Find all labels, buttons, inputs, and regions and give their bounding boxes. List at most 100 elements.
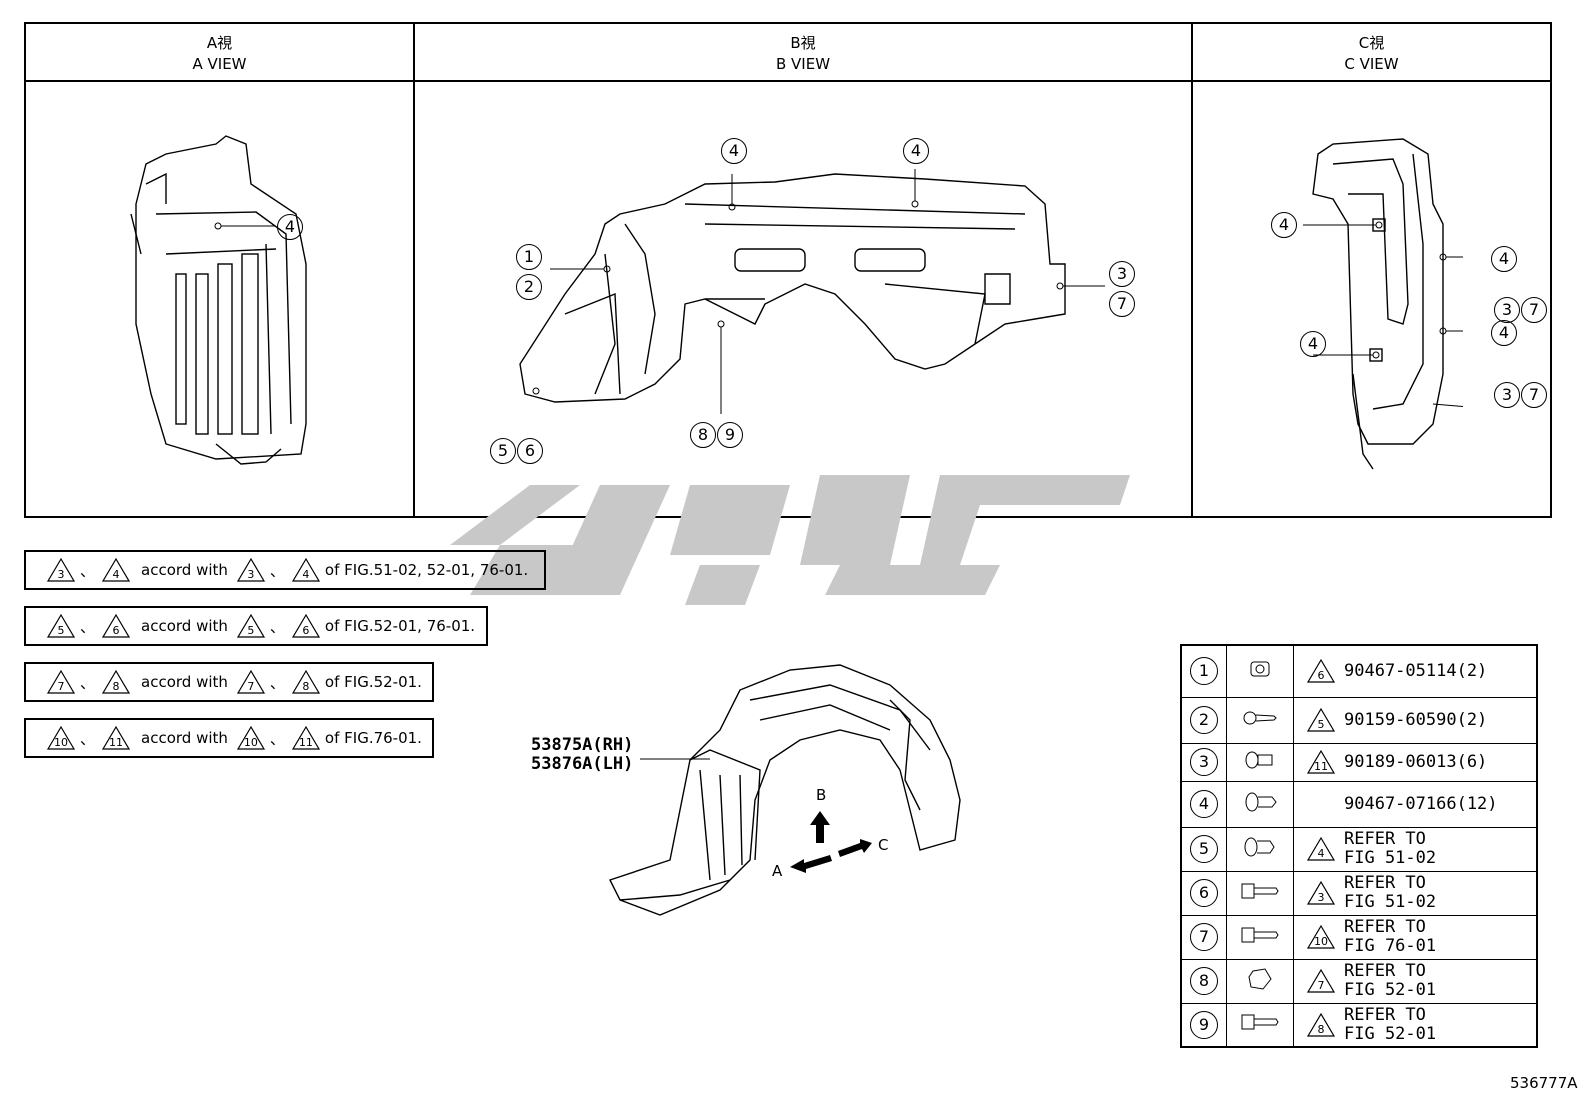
note-row-2: 5 、 6 accord with 5 、 6 of FIG.52-01, 76…: [24, 606, 488, 646]
b-view-drawing: [519, 169, 1105, 414]
part-icon-cell: [1226, 870, 1294, 916]
b-view-title-en: B VIEW: [775, 55, 831, 73]
a-view-title-ja: A視: [206, 34, 233, 52]
part-line2: FIG 52-01: [1344, 1023, 1437, 1044]
arrow-c-label: C: [878, 836, 889, 854]
arrow-b-label: B: [816, 786, 827, 804]
part-icon-cell: [1226, 958, 1294, 1004]
part-number-cell: 6: [1180, 870, 1227, 916]
b-view-panel: B視 B VIEW: [415, 24, 1193, 516]
b-view-callout-4b: 4: [903, 138, 930, 164]
part-line1: REFER TO: [1344, 829, 1426, 849]
a-view-drawing: [130, 135, 307, 465]
b-view-title-ja: B視: [790, 34, 816, 52]
a-view-header: A視 A VIEW: [26, 24, 413, 82]
part-line1: REFER TO: [1344, 1004, 1426, 1025]
c-view-header: C視 C VIEW: [1193, 24, 1550, 82]
part-icon-cell: [1226, 742, 1294, 782]
part-line2: FIG 51-02: [1344, 848, 1437, 868]
note-row-4: 10 、 11 accord with 10 、 11 of FIG.76-01…: [24, 718, 434, 758]
watermark-logo: [450, 475, 1130, 605]
arrow-a-label: A: [772, 862, 783, 880]
c-view-panel: C視 C VIEW 4 4 4: [1193, 24, 1550, 516]
part-line1: 90189-06013(6): [1344, 751, 1488, 772]
views-panel: A視 A VIEW 4 B視 B VIEW: [24, 22, 1552, 518]
part-number-cell: 5: [1180, 826, 1227, 872]
a-view-panel: A視 A VIEW 4: [26, 24, 415, 516]
part-icon-cell: [1226, 1002, 1294, 1048]
part-line1: REFER TO: [1344, 961, 1426, 981]
clip-icon: [1242, 837, 1278, 863]
part-number-cell: 9: [1180, 1002, 1227, 1048]
part-code-cell: 90467-07166(12): [1293, 780, 1538, 828]
c-view-callout-4c: 4: [1491, 320, 1518, 346]
parts-table-row: 4 90467-07166(12): [1180, 780, 1538, 828]
b-view-callout-4a: 4: [721, 138, 748, 164]
bolt-icon: [1240, 883, 1280, 906]
b-view-callout-2: 2: [516, 274, 543, 300]
c-view-callout-4a: 4: [1271, 212, 1298, 238]
a-view-title-en: A VIEW: [192, 55, 247, 73]
part-number-cell: 8: [1180, 958, 1227, 1004]
rivet-clip-icon: [1242, 792, 1278, 818]
fender-liner-drawing: [609, 664, 961, 916]
part-line2: FIG 52-01: [1344, 980, 1437, 1000]
part-rh: 53875A(RH): [531, 735, 634, 755]
push-clip-icon: [1242, 751, 1278, 775]
part-lh: 53876A(LH): [531, 754, 634, 774]
nut-icon: [1245, 967, 1275, 996]
part-line1: REFER TO: [1344, 917, 1426, 937]
part-number-cell: 1: [1180, 644, 1227, 698]
b-view-header: B視 B VIEW: [415, 24, 1191, 82]
part-number-cell: 2: [1180, 696, 1227, 744]
bolt-icon: [1240, 1014, 1280, 1037]
part-icon-cell: [1226, 826, 1294, 872]
b-view-callout-1: 1: [516, 244, 543, 270]
c-view-title-ja: C視: [1358, 34, 1385, 52]
part-number-cell: 4: [1180, 780, 1227, 828]
main-part-leader: [640, 758, 710, 760]
note-row-3: 7 、 8 accord with 7 、 8 of FIG.52-01.: [24, 662, 434, 702]
part-line2: FIG 76-01: [1344, 936, 1437, 956]
clip-nut-icon: [1245, 661, 1275, 685]
c-view-title-en: C VIEW: [1344, 55, 1399, 73]
part-line2: FIG 51-02: [1344, 892, 1437, 912]
part-icon-cell: [1226, 696, 1294, 744]
direction-arrows: [790, 811, 872, 873]
part-line1: REFER TO: [1344, 873, 1426, 893]
c-view-drawing: [1303, 138, 1463, 470]
bolt-icon: [1240, 927, 1280, 950]
part-line1: 90467-07166(12): [1344, 793, 1498, 814]
part-line1: 90467-05114(2): [1344, 660, 1488, 681]
screw-icon: [1242, 711, 1278, 733]
note-row-1: 3 、 4 accord with 3 、 4 of FIG.51-02, 52…: [24, 550, 546, 590]
c-view-callout-4b: 4: [1491, 246, 1518, 272]
part-number-cell: 7: [1180, 914, 1227, 960]
b-view-callout-3: 3: [1109, 261, 1136, 287]
main-part-label: 53875A(RH) 53876A(LH): [531, 736, 633, 774]
part-icon-cell: [1226, 914, 1294, 960]
figure-id: 536777A: [1510, 1074, 1578, 1092]
part-icon-cell: [1226, 644, 1294, 698]
part-number-cell: 3: [1180, 742, 1227, 782]
